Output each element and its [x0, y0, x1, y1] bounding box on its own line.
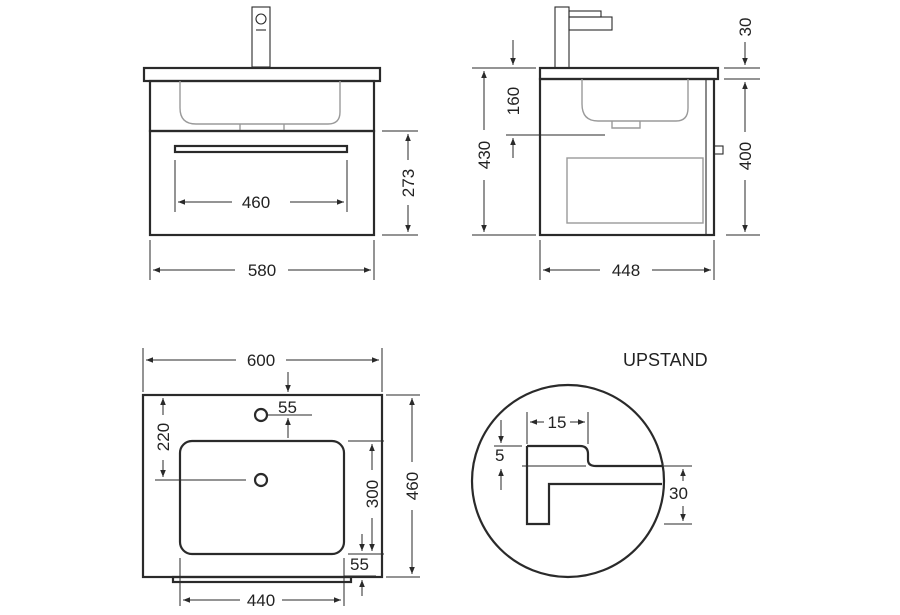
dim-label-460: 460 — [242, 193, 270, 212]
counter-top-side — [538, 66, 720, 81]
dim-label-580: 580 — [248, 261, 276, 280]
dim-upstand-width: 15 — [526, 412, 589, 444]
dim-cabinet-height: 400 — [726, 82, 760, 236]
side-view: 448 430 160 30 400 — [472, 6, 760, 280]
dim-upstand-lip: 5 — [494, 420, 522, 490]
dim-label-430: 430 — [475, 141, 494, 169]
dim-label-460-plan: 460 — [403, 472, 422, 500]
dim-side-depth: 448 — [539, 240, 715, 280]
dim-label-440: 440 — [247, 591, 275, 610]
dim-top-width: 600 — [142, 348, 383, 392]
upstand-detail: UPSTAND 15 5 30 — [470, 350, 708, 579]
drain-hole — [253, 472, 269, 488]
dim-upstand-height: 30 — [664, 465, 692, 525]
dim-label-448: 448 — [612, 261, 640, 280]
basin-outline-side — [581, 79, 689, 122]
dim-basin-width: 440 — [179, 558, 345, 610]
dim-front-width: 580 — [149, 240, 375, 280]
tap-side — [554, 6, 613, 69]
dim-top-depth: 460 — [386, 394, 422, 578]
dim-label-55-bottom: 55 — [350, 555, 369, 574]
dim-label-273: 273 — [399, 169, 418, 197]
dim-tap-offset: 220 — [154, 398, 246, 481]
dim-basin-depth-plan: 300 — [348, 440, 384, 555]
dim-label-55-top: 55 — [278, 398, 297, 417]
dim-drawer-height: 273 — [382, 130, 418, 236]
dim-label-30-upstand: 30 — [669, 484, 688, 503]
basin-outline-front — [179, 81, 341, 125]
dim-label-600: 600 — [247, 351, 275, 370]
dim-basin-depth: 160 — [504, 40, 605, 158]
drawer-box-side — [566, 157, 704, 224]
basin-plan — [178, 439, 346, 556]
dim-label-300: 300 — [363, 480, 382, 508]
dim-label-400: 400 — [736, 142, 755, 170]
dim-side-total-height: 430 — [472, 67, 536, 236]
tap-hole — [253, 407, 269, 423]
dim-label-220: 220 — [154, 423, 173, 451]
dim-edge-margin: 55 — [344, 534, 376, 596]
dim-label-160: 160 — [504, 87, 523, 115]
upstand-profile — [527, 444, 662, 468]
dim-tap-height: 30 — [724, 18, 760, 80]
detail-circle — [470, 383, 666, 579]
upstand-title: UPSTAND — [623, 350, 708, 370]
counter-top-front — [142, 66, 382, 83]
front-view: 460 580 273 — [142, 6, 418, 280]
dim-drawer-handle: 460 — [174, 160, 348, 212]
dim-tap-hole: 55 — [268, 372, 312, 438]
dim-label-15: 15 — [548, 413, 567, 432]
drawer-handle — [173, 144, 349, 154]
drawer-knob — [713, 145, 724, 155]
tap-front — [251, 6, 271, 68]
dim-label-30-top: 30 — [736, 18, 755, 37]
dim-label-5: 5 — [495, 446, 504, 465]
plan-view: 600 460 220 55 300 — [141, 348, 422, 610]
drawer-front — [148, 129, 376, 237]
